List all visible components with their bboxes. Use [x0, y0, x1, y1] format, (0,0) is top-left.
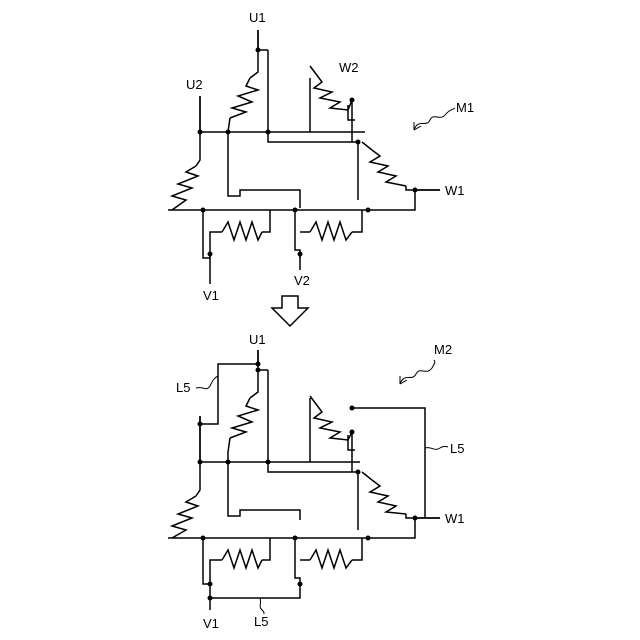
m2-link-l5-left — [200, 364, 258, 424]
m2-coil-u1 — [230, 398, 258, 438]
m1-figure-label: M1 — [456, 100, 474, 115]
m1-coil-v1 — [222, 222, 262, 240]
m2-label-l5-bottom: L5 — [254, 614, 268, 629]
m1-label-w1: W1 — [445, 183, 465, 198]
m1-junction-dots — [198, 48, 418, 257]
m2-link-l5-bottom — [210, 584, 300, 598]
diagram-m1: U1 U2 W2 W1 V1 V2 M1 — [168, 10, 474, 303]
m2-label-u1: U1 — [249, 332, 266, 347]
m2-l5-bottom-leader — [260, 598, 264, 614]
m2-coil-u2 — [172, 496, 198, 538]
m2-label-v1: V1 — [203, 616, 219, 631]
m1-wiring — [168, 30, 440, 258]
m2-coil-w1 — [370, 480, 406, 514]
m2-junction-dots — [198, 362, 418, 601]
m1-coil-u1 — [230, 78, 258, 118]
m2-figure-label: M2 — [434, 342, 452, 357]
m1-label-v2: V2 — [294, 273, 310, 288]
m2-wiring — [168, 350, 440, 584]
m2-coil-w2 — [310, 396, 352, 440]
down-arrow-icon — [272, 296, 308, 326]
m2-label-l5-left: L5 — [176, 380, 190, 395]
m1-coil-w1 — [370, 150, 406, 186]
m2-coil-v1 — [222, 550, 262, 568]
diagram-m2: U1 W1 V1 L5 L5 L5 M2 — [168, 332, 465, 631]
m1-label-w2: W2 — [339, 60, 359, 75]
m1-label-u1: U1 — [249, 10, 266, 25]
m2-l5-left-leader — [196, 376, 218, 389]
m2-l5-right-leader — [425, 446, 448, 449]
m2-link-l5-right — [352, 408, 425, 518]
m1-label-u2: U2 — [186, 77, 203, 92]
m2-coil-v2 — [310, 550, 352, 568]
m1-coil-v2 — [310, 222, 352, 240]
m2-leader-squiggle — [400, 360, 435, 384]
m1-label-v1: V1 — [203, 288, 219, 303]
m2-label-l5-right: L5 — [450, 441, 464, 456]
m1-coil-u2 — [172, 166, 198, 210]
m1-leads — [200, 30, 440, 284]
m2-label-w1: W1 — [445, 511, 465, 526]
m2-leads — [200, 350, 440, 610]
